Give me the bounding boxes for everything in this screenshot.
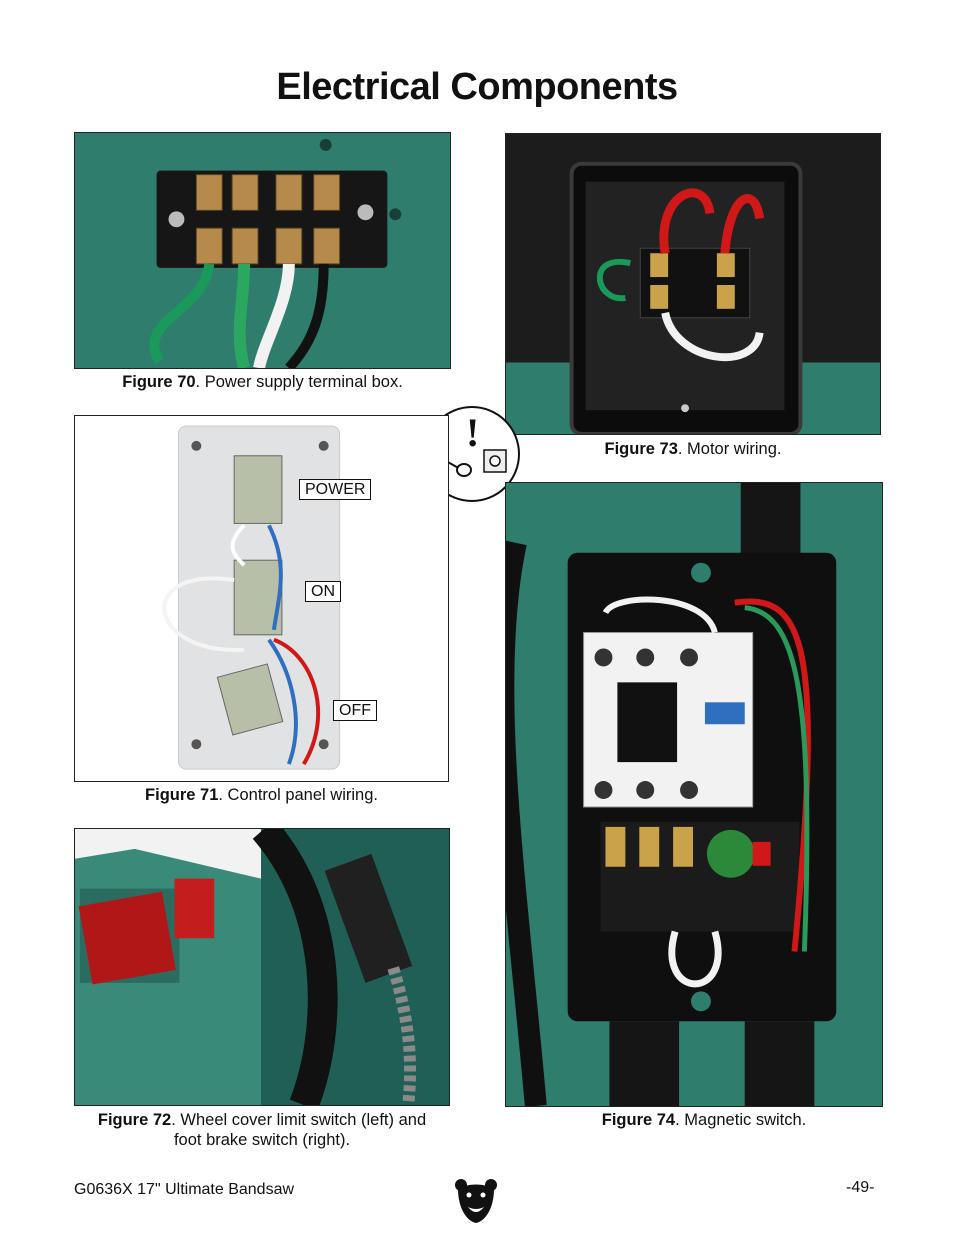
power-label: POWER (299, 479, 372, 500)
figure-70-caption: Figure 70. Power supply terminal box. (122, 373, 403, 391)
figure-73-photo (505, 133, 881, 435)
svg-text:!: ! (466, 410, 479, 455)
figure-73-caption: Figure 73. Motor wiring. (604, 440, 782, 458)
on-label: ON (305, 581, 341, 602)
figure-72-caption: Figure 72. Wheel cover limit switch (lef… (97, 1111, 427, 1149)
figure-70-photo (74, 132, 451, 369)
figure-74-caption: Figure 74. Magnetic switch. (601, 1111, 807, 1129)
footer-model: G0636X 17" Ultimate Bandsaw (74, 1181, 295, 1198)
figure-71-photo (74, 415, 449, 782)
grizzly-bear-logo-icon (454, 1177, 498, 1223)
off-label: OFF (333, 700, 377, 721)
figure-72-photo (74, 828, 450, 1106)
page-number: -49- (846, 1179, 875, 1196)
figure-71-caption: Figure 71. Control panel wiring. (145, 786, 378, 804)
page-title: Electrical Components (276, 66, 678, 108)
figure-74-photo (505, 482, 883, 1107)
